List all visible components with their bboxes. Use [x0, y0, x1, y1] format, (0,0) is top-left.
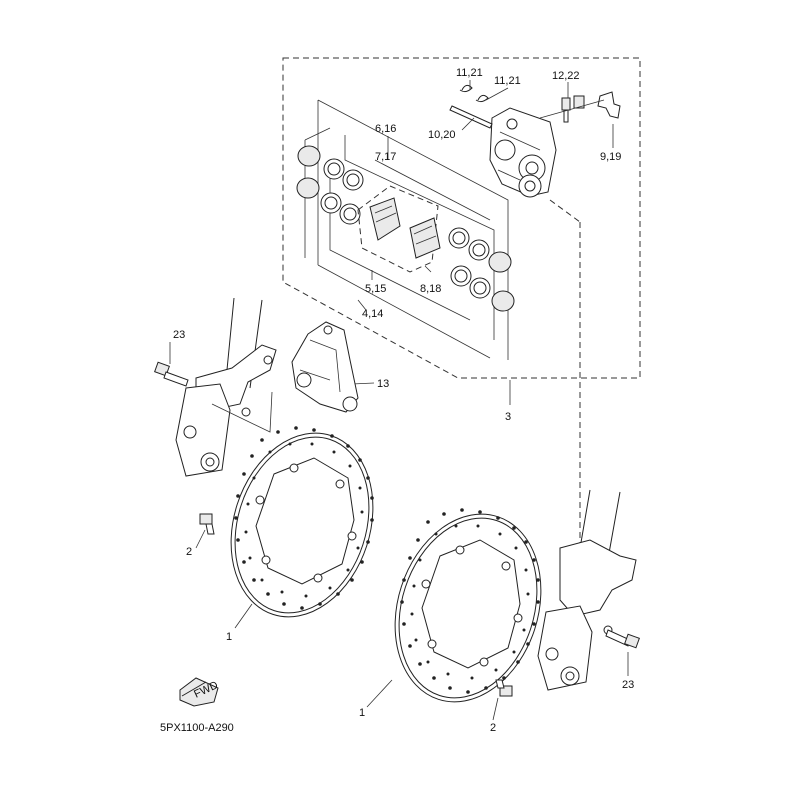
piston: [491, 290, 515, 312]
caliper-assembly-dashed-outline: [282, 57, 641, 379]
caliper-bracket: [559, 539, 637, 617]
label-8-18: 8,18: [420, 283, 441, 295]
bleed-screw: [561, 95, 585, 123]
label-7-17: 7,17: [375, 151, 396, 163]
label-1-a: 1: [226, 631, 232, 643]
label-3: 3: [505, 411, 511, 423]
brake-pads: [357, 185, 441, 273]
piston: [488, 251, 512, 273]
pad-spring: [597, 91, 621, 119]
pin-clip: [475, 94, 489, 103]
caliper-small-hardware: [449, 84, 621, 129]
disc-carrier: [255, 457, 355, 585]
piston: [296, 177, 320, 199]
label-23-a: 23: [173, 329, 185, 341]
label-10-20: 10,20: [428, 129, 456, 141]
disc-bolt-left: [199, 513, 215, 535]
right-fork-assembly: [537, 489, 640, 691]
piston: [297, 145, 321, 167]
label-6-16: 6,16: [375, 123, 396, 135]
brake-disc-right: [394, 508, 542, 703]
left-fork-assembly: [154, 297, 277, 477]
label-13: 13: [377, 378, 389, 390]
disc-carrier: [421, 539, 521, 669]
fork-leg-bottom: [175, 383, 231, 477]
pin-clip: [459, 84, 473, 93]
caliper-assembly-13: [291, 321, 359, 413]
label-23-b: 23: [622, 679, 634, 691]
disc-bolt-right: [495, 679, 513, 697]
label-4-14: 4,14: [362, 308, 383, 320]
label-1-b: 1: [359, 707, 365, 719]
label-5-15: 5,15: [365, 283, 386, 295]
label-11-21-a: 11,21: [456, 67, 483, 79]
label-9-19: 9,19: [600, 151, 621, 163]
pad-pin: [449, 105, 493, 129]
label-11-21-b: 11,21: [494, 75, 521, 87]
label-12-22: 12,22: [552, 70, 580, 82]
diagram-code: 5PX1100-A290: [160, 722, 234, 734]
fork-leg-bottom: [537, 605, 593, 691]
brake-disc-left: [230, 426, 374, 618]
seal-kit-bracket-lines: [304, 99, 509, 360]
caliper-body: [489, 107, 557, 198]
brake-pad: [369, 197, 401, 241]
callout-labels: 11,21 11,21 12,22 10,20 9,19 6,16 7,17 5…: [173, 67, 634, 734]
bracket-bolt: [605, 629, 640, 649]
brake-pad: [409, 217, 441, 259]
leader-lines: [169, 80, 629, 721]
label-2-a: 2: [186, 546, 192, 558]
pistons-and-seals: [296, 145, 515, 312]
label-2-b: 2: [490, 722, 496, 734]
bracket-bolt: [154, 361, 189, 387]
fwd-arrow-icon: FWD: [179, 677, 220, 707]
